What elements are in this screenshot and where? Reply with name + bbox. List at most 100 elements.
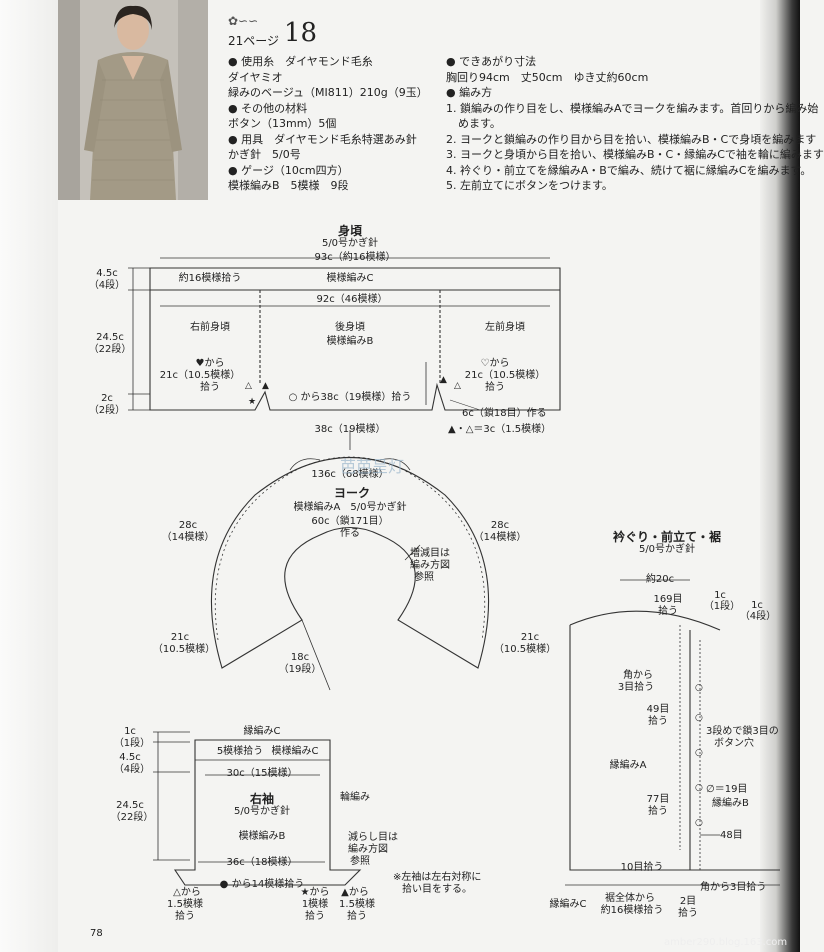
sleeve-note: 減らし目は <box>348 832 398 843</box>
materials-line: ● 使用糸 ダイヤモンド毛糸 <box>228 55 373 68</box>
sleeve-title: 右袖 <box>249 792 275 806</box>
dim-label: （4段） <box>88 280 126 291</box>
sleeve-hook: 5/0号かぎ針 <box>233 806 291 817</box>
pick-label: ○ から38c（19模様）拾う <box>288 392 412 403</box>
open-triangle-marker: △ <box>245 381 252 391</box>
band-label: 3段めで鎖3目の <box>706 726 779 737</box>
pick-label: 約16模様拾う <box>178 273 242 284</box>
star-marker: ★ <box>248 397 256 407</box>
yoke-pattern: 模様編みA 5/0号かぎ針 <box>293 502 407 513</box>
dim-label: 2c <box>101 393 113 404</box>
band-label: 縁編みA <box>609 760 647 771</box>
yoke-dim: （10.5模様） <box>152 644 216 655</box>
band-label: 拾う <box>648 806 668 817</box>
yoke-chain: 60c（鎖171目） <box>311 516 389 527</box>
materials-line: ● 用具 ダイヤモンド毛糸特選あみ針 <box>228 132 417 146</box>
sleeve-note: 参照 <box>350 856 370 867</box>
yoke-dim: 21c <box>170 632 190 643</box>
band-title: 衿ぐり・前立て・裾 <box>612 530 722 544</box>
sleeve-dim: （4段） <box>113 764 151 775</box>
materials-line: ダイヤミオ <box>228 70 283 84</box>
yoke-dim: 21c <box>520 632 540 643</box>
schematic-lines: ▲ △ ★ ▲ △ ○ ○ ○ ○ ○ <box>128 257 780 886</box>
ornament: ✿∽∽ <box>228 14 259 28</box>
step-line: めます。 <box>458 117 501 130</box>
dim-label: （22段） <box>88 344 132 355</box>
band-label: 169目 <box>653 594 683 605</box>
sleeve-dim: 1c <box>124 726 136 737</box>
band-label: （1段） <box>703 601 741 612</box>
step-line: 1. 鎖編みの作り目をし、模様編みAでヨークを編みます。首回りから編み始 <box>446 101 819 115</box>
pick-label: 21c（10.5模様） <box>159 370 241 381</box>
width-label: 92c（46模様） <box>316 294 388 305</box>
left-front-label: 左前身頃 <box>485 322 525 333</box>
dim-label: 4.5c <box>96 268 118 279</box>
step-line: 5. 左前立てにボタンをつけます。 <box>446 179 613 192</box>
yoke-note: 増減目は <box>410 548 450 559</box>
pick-label: ♥から <box>195 358 225 369</box>
sleeve-footnote: 拾い目をする。 <box>402 884 472 895</box>
band-label: ∅＝19目 <box>706 784 748 795</box>
page-margin <box>0 0 58 952</box>
sleeve-outline <box>173 739 362 886</box>
pattern-label: 模様編みB <box>326 336 374 347</box>
pick-label: 拾う <box>200 382 220 393</box>
pattern-label: 模様編みC <box>326 273 374 284</box>
band-label: 約20c <box>645 574 675 585</box>
step-line: 3. ヨークと身頃から目を拾い、模様編みB・C・縁編みCで袖を輪に編みます <box>446 148 824 161</box>
dim-label: （2段） <box>88 405 126 416</box>
band-label: 3目拾う <box>617 682 655 693</box>
band-label: 拾う <box>678 908 698 919</box>
yoke-title: ヨーク <box>333 486 371 500</box>
body-hook: 5/0号かぎ針 <box>321 238 379 249</box>
sleeve-note: 編み方図 <box>348 844 388 855</box>
model-photo <box>58 0 208 200</box>
band-hook: 5/0号かぎ針 <box>638 544 696 555</box>
materials-line: 模様編みB 5模様 9段 <box>228 179 349 192</box>
materials-line: かぎ針 5/0号 <box>228 148 301 161</box>
band-label: 角から <box>623 670 653 681</box>
band-label: 1c <box>714 590 726 601</box>
yoke-dim: （10.5模様） <box>493 644 557 655</box>
pick-label: 21c（10.5模様） <box>464 370 546 381</box>
sleeve-label: 模様編みC <box>271 746 319 757</box>
yoke-dim: 18c <box>290 652 310 663</box>
materials-line: ● その他の材料 <box>228 101 308 115</box>
step-line: 2. ヨークと鎖編みの作り目から目を拾い、模様編みB・Cで身頃を編みます <box>446 132 817 146</box>
yoke-dim: 28c <box>490 520 510 531</box>
band-label: 約16模様拾う <box>600 905 664 916</box>
chain-label: 6c（鎖18目）作る <box>462 408 547 419</box>
sleeve-label: 拾う <box>175 911 195 922</box>
sleeve-label: 36c（18模様） <box>226 857 298 868</box>
sleeve-label: 30c（15模様） <box>226 768 298 779</box>
sleeve-footnote: ※左袖は左右対称に <box>393 872 482 883</box>
sleeve-label: 1.5模様 <box>167 899 203 910</box>
band-label: （4段） <box>739 611 777 622</box>
yoke-make: 作る <box>340 528 360 539</box>
sleeve-label: ★から <box>300 887 330 898</box>
sleeve-label: 1.5模様 <box>339 899 375 910</box>
sleeve-label: 拾う <box>305 911 325 922</box>
sleeve-label: 5模様拾う <box>216 746 264 757</box>
band-label: 2目 <box>679 896 697 907</box>
open-triangle-marker: △ <box>454 381 461 391</box>
back-label: 後身頃 <box>335 322 365 333</box>
instructions: ● できあがり寸法 胸回り94cm 丈50cm ゆき丈約60cm ● 編み方 1… <box>446 54 824 194</box>
band-label: 裾全体から <box>605 893 655 904</box>
finished-size: 胸回り94cm 丈50cm ゆき丈約60cm <box>446 70 649 84</box>
yoke-note: 参照 <box>414 572 434 583</box>
triangle-marker: ▲ <box>440 375 447 385</box>
band-label: 48目 <box>720 830 743 841</box>
finished-size-heading: ● できあがり寸法 <box>446 55 537 68</box>
button-hole-marker: ○ <box>695 748 703 758</box>
sleeve-dim: 24.5c <box>116 800 144 811</box>
body-outline <box>149 267 561 411</box>
yoke-dim: （14模様） <box>161 532 215 543</box>
sleeve-label: 模様編みB <box>238 831 286 842</box>
marker-note: ▲・△＝3c（1.5模様） <box>448 424 552 435</box>
pick-label: 拾う <box>485 382 505 393</box>
right-front-label: 右前身頃 <box>190 322 230 333</box>
body-top-width: 93c（約16模様） <box>314 252 396 263</box>
yoke-dim: 136c（68模様） <box>311 469 389 480</box>
button-hole-marker: ○ <box>695 683 703 693</box>
